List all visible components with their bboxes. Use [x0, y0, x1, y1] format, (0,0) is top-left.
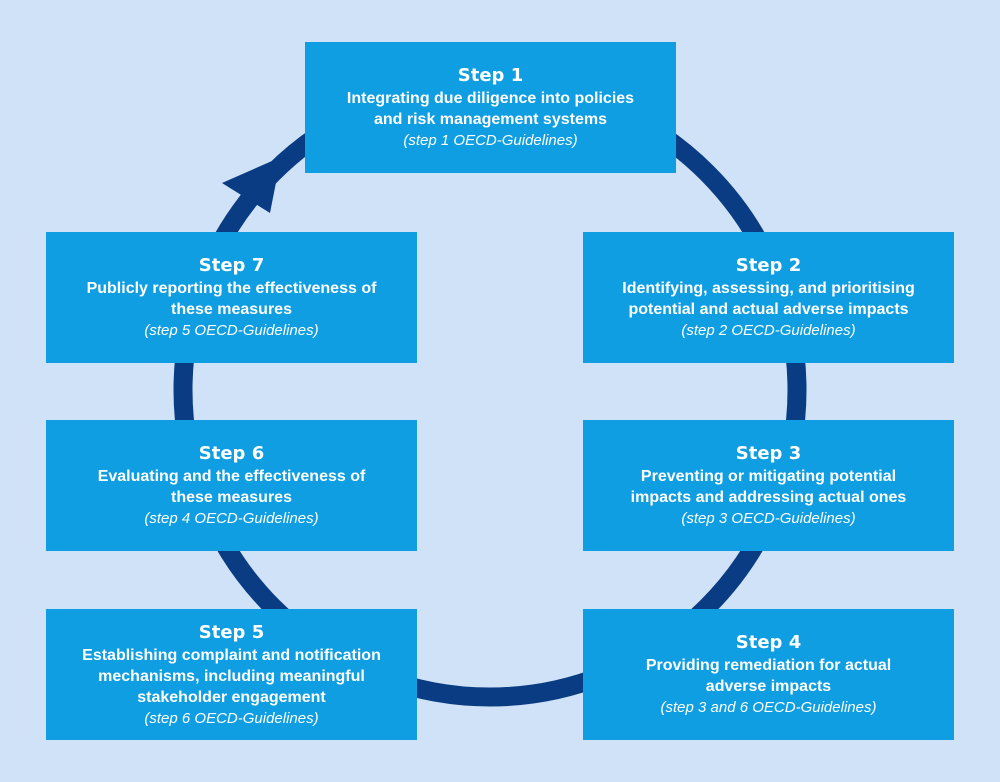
step-5-description: Establishing complaint and notification … [82, 645, 381, 708]
ref-open-paren: ( [660, 699, 666, 716]
ref-open-paren: ( [144, 510, 150, 527]
step-1-description: Integrating due diligence into policies … [347, 88, 634, 130]
step-4-description-line: Providing remediation for actual [645, 657, 892, 674]
step-7-title: Step 7 [198, 255, 265, 276]
step-6-description: Evaluating and the effectiveness of thes… [98, 466, 366, 508]
step-1-oecd-reference: (step 1 OECD-Guidelines) [403, 130, 577, 151]
step-1-title: Step 1 [457, 65, 524, 86]
step-1-box: Step 1 Integrating due diligence into po… [305, 42, 676, 173]
ref-close-paren: ) [871, 699, 877, 716]
step-2-title: Step 2 [735, 255, 802, 276]
ref-open-paren: ( [144, 709, 150, 727]
ref-open-paren: ( [403, 132, 409, 149]
ref-close-paren: ) [313, 510, 319, 527]
step-5-box: Step 5 Establishing complaint and notifi… [46, 609, 417, 740]
step-3-description: Preventing or mitigating potential impac… [631, 466, 907, 508]
step-5-title: Step 5 [198, 621, 265, 643]
step-1-oecd-reference-text: step 1 OECD-Guidelines [408, 132, 573, 149]
step-2-oecd-reference: (step 2 OECD-Guidelines) [681, 320, 855, 341]
ref-open-paren: ( [144, 322, 150, 339]
step-5-oecd-reference: (step 6 OECD-Guidelines) [144, 708, 318, 729]
step-2-description: Identifying, assessing, and prioritising… [622, 278, 915, 320]
ref-close-paren: ) [572, 132, 578, 149]
step-4-oecd-reference: (step 3 and 6 OECD-Guidelines) [661, 697, 877, 718]
step-6-title: Step 6 [198, 443, 265, 464]
step-3-box: Step 3 Preventing or mitigating potentia… [583, 420, 954, 551]
step-4-oecd-reference-text: step 3 and 6 OECD-Guidelines [665, 699, 872, 716]
step-4-description: Providing remediation for actual adverse… [646, 655, 891, 697]
step-4-box: Step 4 Providing remediation for actual … [583, 609, 954, 740]
step-6-box: Step 6 Evaluating and the effectiveness … [46, 420, 417, 551]
step-1-description-line: Integrating due diligence into policies [346, 90, 635, 107]
step-4-description-line: adverse impacts [705, 678, 832, 695]
step-5-description-line: mechanisms, including meaningful [98, 667, 365, 685]
step-3-oecd-reference: (step 3 OECD-Guidelines) [681, 508, 855, 529]
step-3-description-line: impacts and addressing actual ones [630, 489, 907, 506]
step-3-oecd-reference-text: step 3 OECD-Guidelines [686, 510, 851, 527]
ref-close-paren: ) [850, 510, 856, 527]
step-1-description-line: and risk management systems [373, 111, 607, 128]
step-2-description-line: Identifying, assessing, and prioritising [622, 280, 915, 297]
step-6-description-line: Evaluating and the effectiveness of [97, 468, 366, 485]
step-2-oecd-reference-text: step 2 OECD-Guidelines [686, 322, 851, 339]
step-7-box: Step 7 Publicly reporting the effectiven… [46, 232, 417, 363]
step-5-description-line: stakeholder engagement [137, 688, 326, 706]
step-7-oecd-reference-text: step 5 OECD-Guidelines [149, 322, 314, 339]
step-7-oecd-reference: (step 5 OECD-Guidelines) [144, 320, 318, 341]
ref-open-paren: ( [681, 322, 687, 339]
step-6-description-line: these measures [171, 489, 292, 506]
step-2-description-line: potential and actual adverse impacts [628, 301, 909, 318]
step-6-oecd-reference: (step 4 OECD-Guidelines) [144, 508, 318, 529]
ref-open-paren: ( [681, 510, 687, 527]
cycle-arrowhead-icon [222, 157, 281, 213]
step-4-title: Step 4 [735, 632, 802, 653]
ref-close-paren: ) [850, 322, 856, 339]
step-2-box: Step 2 Identifying, assessing, and prior… [583, 232, 954, 363]
ref-close-paren: ) [313, 322, 319, 339]
step-6-oecd-reference-text: step 4 OECD-Guidelines [149, 510, 314, 527]
step-7-description-line: these measures [171, 301, 292, 318]
step-5-oecd-reference-text: step 6 OECD-Guidelines [149, 709, 314, 727]
step-7-description: Publicly reporting the effectiveness of … [87, 278, 377, 320]
step-5-description-line: Establishing complaint and notification [82, 646, 381, 664]
step-3-description-line: Preventing or mitigating potential [640, 468, 897, 485]
step-3-title: Step 3 [735, 443, 802, 464]
ref-close-paren: ) [313, 709, 319, 727]
step-7-description-line: Publicly reporting the effectiveness of [86, 280, 377, 297]
